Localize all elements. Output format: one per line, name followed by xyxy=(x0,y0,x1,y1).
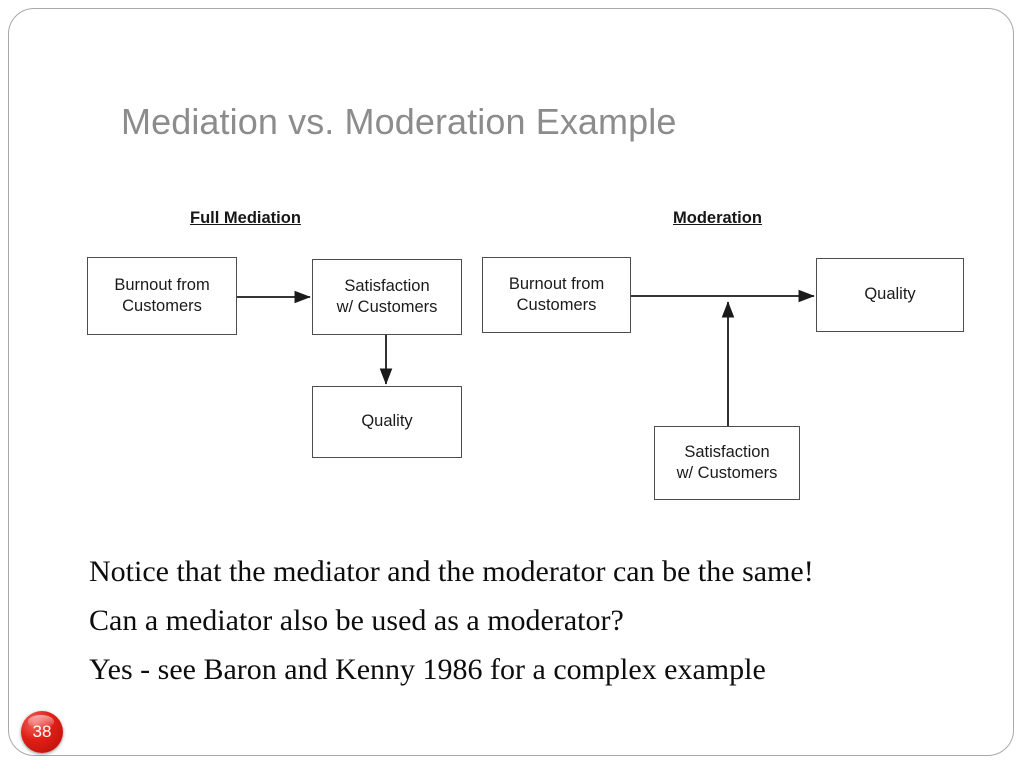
slide-number-badge: 38 xyxy=(21,711,63,753)
node-line-1: Quality xyxy=(864,285,916,304)
body-line-1: Notice that the mediator and the moderat… xyxy=(89,555,814,588)
node-quality-moderation: Quality xyxy=(816,258,964,332)
slide-canvas: Mediation vs. Moderation Example Full Me… xyxy=(8,8,1014,756)
node-line-1: Satisfaction xyxy=(344,276,430,295)
node-line-2: Customers xyxy=(516,296,597,314)
node-line-1: Satisfaction xyxy=(684,442,770,461)
node-burnout-from-customers-mediation: Burnout from Customers xyxy=(87,257,237,335)
node-satisfaction-w-customers-mediation: Satisfaction w/ Customers xyxy=(312,259,462,335)
node-line-2: Customers xyxy=(122,297,202,315)
node-quality-mediation: Quality xyxy=(312,386,462,458)
diagram-heading-full-mediation: Full Mediation xyxy=(190,209,301,227)
body-line-2: Can a mediator also be used as a moderat… xyxy=(89,604,624,637)
body-text-block: Notice that the mediator and the moderat… xyxy=(89,547,989,694)
node-line-1: Burnout from xyxy=(114,275,210,294)
diagram-heading-moderation: Moderation xyxy=(673,209,762,227)
node-line-1: Quality xyxy=(361,412,413,431)
body-line-3: Yes - see Baron and Kenny 1986 for a com… xyxy=(89,653,766,686)
node-line-1: Burnout from xyxy=(508,274,605,293)
node-line-2: w/ Customers xyxy=(676,464,778,482)
node-satisfaction-w-customers-moderation: Satisfaction w/ Customers xyxy=(654,426,800,500)
page-title: Mediation vs. Moderation Example xyxy=(121,101,677,142)
slide-number-value: 38 xyxy=(32,722,52,741)
node-burnout-from-customers-moderation: Burnout from Customers xyxy=(482,257,631,333)
node-line-2: w/ Customers xyxy=(336,298,438,316)
